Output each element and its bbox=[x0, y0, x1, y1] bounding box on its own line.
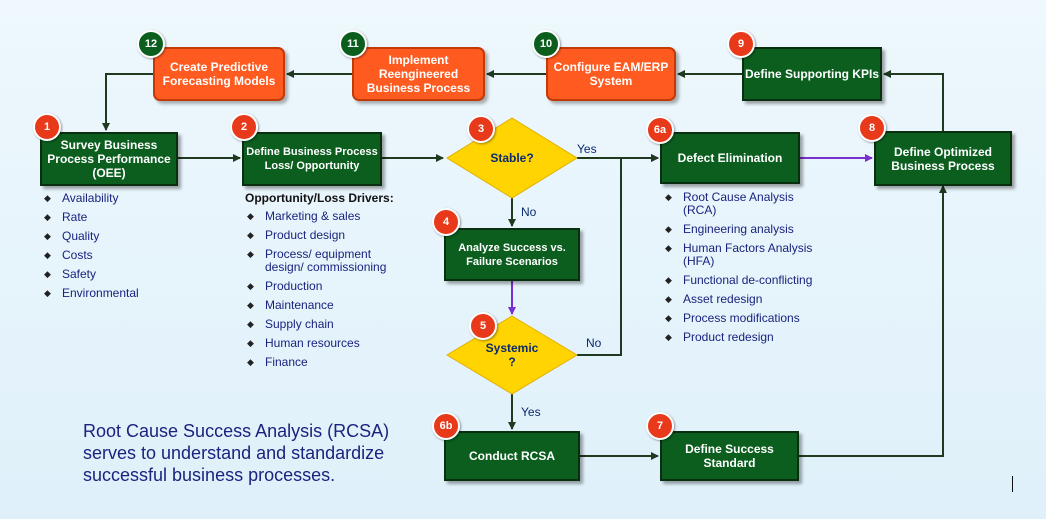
node-predictive-label: Create Predictive Forecasting Models bbox=[162, 60, 276, 88]
node-create-predictive-models[interactable]: Create Predictive Forecasting Models bbox=[153, 47, 285, 101]
node-define-success-standard[interactable]: Define Success Standard bbox=[660, 431, 799, 481]
edge-8-to-9 bbox=[883, 70, 944, 131]
node-conduct-rcsa-label: Conduct RCSA bbox=[469, 449, 555, 463]
list-item: Safety bbox=[42, 268, 192, 282]
step-badge-11: 11 bbox=[339, 30, 367, 58]
step-badge-6b: 6b bbox=[432, 412, 460, 440]
decision-systemic-label: Systemic ? bbox=[485, 341, 539, 369]
node-eam-label: Configure EAM/ERP System bbox=[553, 60, 669, 88]
node-analyze-label: Analyze Success vs. Failure Scenarios bbox=[458, 241, 566, 268]
list-item: Product design bbox=[245, 229, 410, 243]
text-cursor bbox=[1012, 476, 1013, 492]
node-survey-business-process[interactable]: Survey Business Process Performance (OEE… bbox=[40, 132, 178, 186]
list-item: Costs bbox=[42, 249, 192, 263]
list-item: Process/ equipment design/ commissioning bbox=[245, 248, 410, 274]
list-item: Availability bbox=[42, 192, 192, 206]
step-badge-2: 2 bbox=[230, 113, 258, 141]
node-kpis-label: Define Supporting KPIs bbox=[744, 67, 879, 81]
node-define-optimized-process[interactable]: Define Optimized Business Process bbox=[874, 131, 1012, 186]
node-implement-reengineered-process[interactable]: Implement Reengineered Business Process bbox=[352, 47, 485, 101]
edge-12-to-1 bbox=[102, 73, 153, 131]
node-defect-label: Defect Elimination bbox=[677, 151, 783, 165]
list-item: Human resources bbox=[245, 337, 410, 351]
step-badge-9: 9 bbox=[727, 30, 755, 58]
list-item: Quality bbox=[42, 230, 192, 244]
list-item: Production bbox=[245, 280, 410, 294]
step-badge-12: 12 bbox=[137, 30, 165, 58]
list-item: Marketing & sales bbox=[245, 210, 410, 224]
edge-7-to-8 bbox=[799, 185, 947, 457]
loss-drivers-list: Marketing & sales Product design Process… bbox=[245, 210, 410, 375]
node-defect-elimination[interactable]: Defect Elimination bbox=[660, 132, 800, 184]
step-badge-8: 8 bbox=[858, 114, 886, 142]
decision-stable-label: Stable? bbox=[490, 151, 534, 165]
list-item: Rate bbox=[42, 211, 192, 225]
edge-label-stable-no: No bbox=[521, 205, 537, 219]
rcsa-caption: Root Cause Success Analysis (RCSA) serve… bbox=[83, 421, 390, 485]
node-analyze-success-failure[interactable]: Analyze Success vs. Failure Scenarios bbox=[444, 228, 580, 281]
edge-label-systemic-yes: Yes bbox=[521, 405, 541, 419]
list-item: Human Factors Analysis (HFA) bbox=[663, 242, 828, 268]
edge-label-systemic-no: No bbox=[586, 336, 602, 350]
step-badge-4: 4 bbox=[432, 208, 460, 236]
list-item: Finance bbox=[245, 356, 410, 370]
list-item: Supply chain bbox=[245, 318, 410, 332]
step-badge-5: 5 bbox=[469, 312, 497, 340]
drivers-heading: Opportunity/Loss Drivers: bbox=[245, 191, 394, 205]
step-badge-1: 1 bbox=[33, 113, 61, 141]
node-implement-label: Implement Reengineered Business Process bbox=[366, 53, 471, 95]
list-item: Functional de-conflicting bbox=[663, 274, 828, 288]
node-conduct-rcsa[interactable]: Conduct RCSA bbox=[444, 431, 580, 481]
node-configure-eam-erp[interactable]: Configure EAM/ERP System bbox=[546, 47, 676, 101]
list-item: Product redesign bbox=[663, 331, 828, 345]
step-badge-3: 3 bbox=[467, 115, 495, 143]
survey-metrics-list: Availability Rate Quality Costs Safety E… bbox=[42, 192, 192, 306]
defect-elimination-methods-list: Root Cause Analysis (RCA) Engineering an… bbox=[663, 191, 828, 350]
node-define-loss-label: Define Business Process Loss/ Opportunit… bbox=[246, 146, 378, 172]
step-badge-6a: 6a bbox=[646, 116, 674, 144]
node-optimized-label: Define Optimized Business Process bbox=[891, 144, 995, 173]
edge-label-stable-yes: Yes bbox=[577, 142, 597, 156]
list-item: Engineering analysis bbox=[663, 223, 828, 237]
list-item: Asset redesign bbox=[663, 293, 828, 307]
list-item: Root Cause Analysis (RCA) bbox=[663, 191, 828, 217]
node-survey-label: Survey Business Process Performance (OEE… bbox=[47, 138, 171, 180]
node-define-loss-opportunity[interactable]: Define Business Process Loss/ Opportunit… bbox=[242, 132, 382, 186]
step-badge-7: 7 bbox=[646, 412, 674, 440]
list-item: Environmental bbox=[42, 287, 192, 301]
list-item: Maintenance bbox=[245, 299, 410, 313]
edge-5-no-to-6a bbox=[577, 154, 659, 356]
node-success-standard-label: Define Success Standard bbox=[685, 442, 774, 470]
list-item: Process modifications bbox=[663, 312, 828, 326]
node-define-supporting-kpis[interactable]: Define Supporting KPIs bbox=[742, 47, 882, 101]
step-badge-10: 10 bbox=[532, 30, 560, 58]
